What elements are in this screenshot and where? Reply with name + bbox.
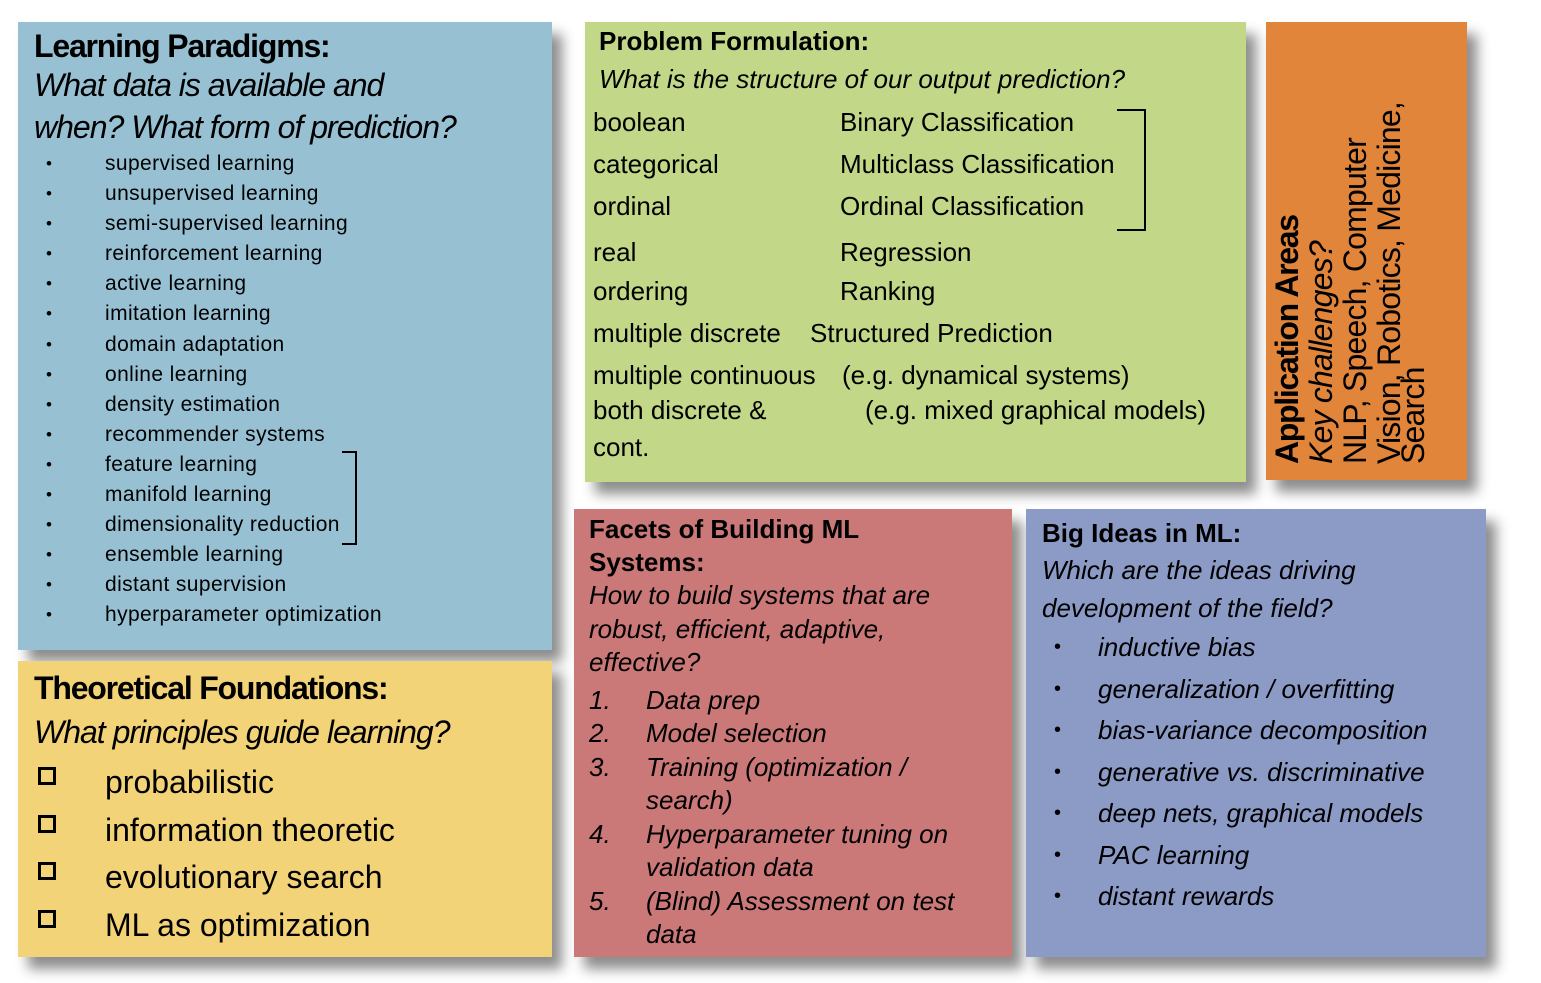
list-item: •recommender systems	[46, 422, 325, 446]
list-item: •bias-variance decomposition	[1054, 715, 1428, 745]
output-type-label: ordering	[593, 276, 689, 306]
task-label: Multiclass Classification	[840, 149, 1115, 179]
list-item: •online learning	[46, 362, 248, 386]
list-item: •distant rewards	[1054, 881, 1275, 911]
application-areas-content: Application Areas Key challenges? NLP, S…	[1266, 22, 1467, 480]
application-areas-box: Application Areas Key challenges? NLP, S…	[1266, 22, 1467, 480]
list-item: ML as optimization	[34, 902, 552, 950]
task-label: Ranking	[840, 276, 936, 306]
learning-paradigms-title: Learning Paradigms:	[34, 28, 331, 64]
task-label: (e.g. dynamical systems)	[842, 360, 1130, 390]
list-item: information theoretic	[34, 807, 552, 855]
list-item: •distant supervision	[46, 573, 287, 597]
big-ideas-title: Big Ideas in ML:	[1042, 518, 1242, 548]
checkbox-icon	[38, 767, 62, 791]
list-item: 1.Data prep	[589, 684, 761, 715]
list-item: •generalization / overfitting	[1054, 673, 1395, 704]
application-areas-line: NLP, Speech, Computer	[1337, 138, 1373, 464]
output-type-label: boolean	[593, 107, 686, 137]
problem-formulation-box: Problem Formulation: What is the structu…	[585, 22, 1246, 482]
theoretical-foundations-question: What principles guide learning?	[34, 714, 450, 750]
list-item: •unsupervised learning	[46, 182, 319, 206]
output-type-label: multiple discrete	[593, 318, 781, 348]
theoretical-foundations-title: Theoretical Foundations:	[34, 670, 389, 706]
facets-steps: 1.Data prep 2.Model selection 3.Training…	[589, 684, 1012, 952]
task-label: Ordinal Classification	[840, 191, 1085, 221]
big-ideas-box: Big Ideas in ML: Which are the ideas dri…	[1026, 509, 1486, 957]
big-ideas-list: •inductive bias •generalization / overfi…	[1042, 627, 1486, 918]
list-item: •generative vs. discriminative	[1054, 756, 1425, 787]
bracket-icon	[342, 451, 357, 545]
facets-box: Facets of Building ML Systems: How to bu…	[574, 509, 1012, 957]
list-item: •PAC learning	[1054, 839, 1250, 870]
list-item: •inductive bias	[1054, 632, 1256, 662]
list-item: 3.Training (optimization / search)	[589, 751, 908, 816]
list-item: •feature learning	[46, 452, 258, 476]
checkbox-icon	[38, 862, 62, 886]
bracket-icon	[1117, 109, 1146, 231]
theoretical-foundations-list: probabilistic information theoretic evol…	[34, 759, 552, 949]
application-areas-title: Application Areas	[1269, 215, 1305, 464]
list-item: •hyperparameter optimization	[46, 603, 382, 627]
list-item: •ensemble learning	[46, 543, 284, 567]
list-item: •dimensionality reduction	[46, 513, 340, 537]
list-item: •semi-supervised learning	[46, 212, 349, 236]
output-type-label: ordinal	[593, 191, 672, 221]
learning-paradigms-box: Learning Paradigms: What data is availab…	[18, 22, 552, 650]
learning-paradigms-question-1: What data is available and	[34, 67, 384, 103]
output-type-label: categorical	[593, 149, 719, 179]
list-item: •imitation learning	[46, 302, 271, 326]
task-label: (e.g. mixed graphical models)	[865, 395, 1207, 425]
list-item: •manifold learning	[46, 483, 272, 507]
task-label: Structured Prediction	[810, 318, 1053, 348]
learning-paradigms-question-2: when? What form of prediction?	[34, 109, 457, 145]
problem-formulation-question: What is the structure of our output pred…	[599, 64, 1126, 94]
list-item: 4.Hyperparameter tuning on validation da…	[589, 818, 949, 883]
list-item: •density estimation	[46, 392, 281, 416]
list-item: 2.Model selection	[589, 718, 827, 748]
list-item: 5.(Blind) Assessment on test data	[589, 885, 955, 950]
learning-paradigms-list: •supervised learning •unsupervised learn…	[34, 149, 552, 631]
checkbox-icon	[38, 814, 62, 839]
list-item: probabilistic	[34, 759, 552, 807]
list-item: •active learning	[46, 272, 247, 296]
checkbox-icon	[38, 909, 62, 934]
task-label: Regression	[840, 237, 972, 267]
list-item: •deep nets, graphical models	[1054, 798, 1424, 828]
task-label: Binary Classification	[840, 107, 1075, 137]
problem-formulation-title: Problem Formulation:	[599, 26, 870, 56]
output-type-label: multiple continuous	[593, 360, 816, 390]
application-areas-question: Key challenges?	[1303, 241, 1339, 464]
big-ideas-question: Which are the ideas driving development …	[1042, 555, 1356, 623]
theoretical-foundations-box: Theoretical Foundations: What principles…	[18, 661, 552, 957]
facets-question: How to build systems that are robust, ef…	[589, 580, 931, 677]
list-item: evolutionary search	[34, 854, 552, 902]
output-type-label: cont.	[593, 432, 650, 462]
output-type-label: real	[593, 237, 637, 267]
facets-title: Facets of Building ML Systems:	[589, 514, 859, 577]
list-item: •reinforcement learning	[46, 242, 323, 266]
list-item: •domain adaptation	[46, 332, 285, 356]
list-item: •supervised learning	[46, 152, 295, 175]
output-type-label: both discrete &	[593, 395, 767, 425]
